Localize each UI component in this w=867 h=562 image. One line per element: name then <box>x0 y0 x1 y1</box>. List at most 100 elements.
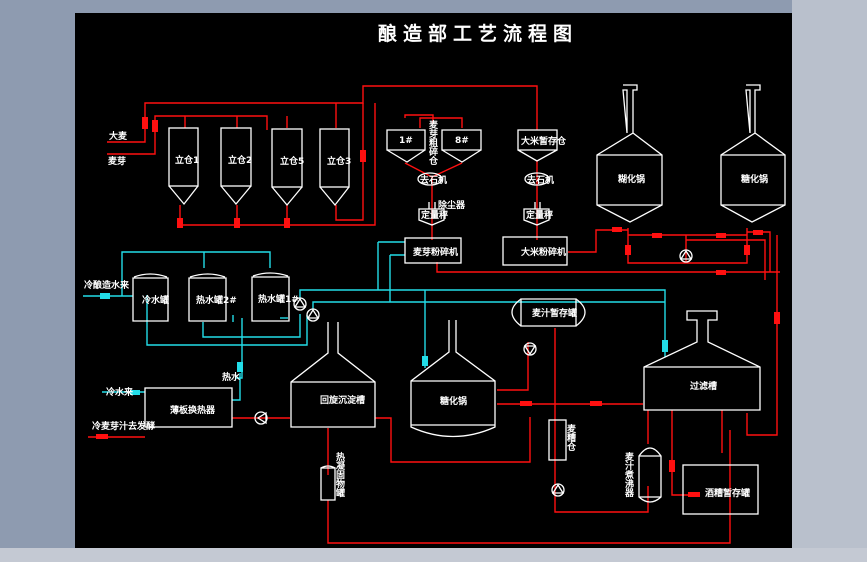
svg-text:酒糟暂存罐: 酒糟暂存罐 <box>705 487 750 499</box>
lauter-tun[interactable]: 过滤槽 <box>643 310 761 411</box>
valve-icon <box>662 340 668 352</box>
valve-icon <box>753 230 763 235</box>
svg-text:立仓1: 立仓1 <box>175 154 199 166</box>
svg-text:大米暂存仓: 大米暂存仓 <box>521 135 567 147</box>
pump-icon <box>254 411 268 425</box>
water-pipes <box>83 241 666 401</box>
valve-icon <box>520 401 532 406</box>
valve-icon <box>130 390 140 395</box>
window-background-bottom <box>0 548 867 562</box>
dust-collector-label: 除尘器 <box>438 199 466 211</box>
svg-text:麦汁暂存罐: 麦汁暂存罐 <box>532 307 577 319</box>
wort-heater[interactable] <box>548 419 567 461</box>
malt-meter[interactable]: 定量秤 <box>418 202 448 226</box>
pump-icon <box>679 249 693 263</box>
pump-icon <box>293 297 307 311</box>
valve-icon <box>669 460 675 472</box>
malt-input-label: 麦芽 <box>108 155 126 167</box>
trub-tank-label: 热凝固物罐 <box>334 451 346 498</box>
valve-icon <box>234 218 240 228</box>
valve-icon <box>96 434 108 439</box>
svg-text:过滤槽: 过滤槽 <box>690 380 717 392</box>
svg-text:糖化锅: 糖化锅 <box>741 173 768 185</box>
rice-mill[interactable]: 大米粉碎机 <box>502 236 568 266</box>
pump-icon <box>551 483 565 497</box>
whirlpool-tank[interactable]: 回旋沉淀槽 <box>290 322 376 428</box>
hot-water-tank-2[interactable]: 热水罐2# <box>188 273 237 322</box>
wort-boiler[interactable] <box>638 447 662 503</box>
valve-icon <box>612 227 622 232</box>
hot-water-label: 热水 <box>222 371 241 383</box>
svg-text:定量秤: 定量秤 <box>420 209 448 221</box>
cold-water-tank[interactable]: 冷水罐 <box>132 273 169 322</box>
mash-kettle[interactable]: 糖化锅 <box>720 84 786 223</box>
svg-text:8#: 8# <box>455 136 469 146</box>
wort-boiler-label: 麦汁煮沸器 <box>623 451 635 498</box>
malt-stoner[interactable]: 去石机 <box>417 172 447 186</box>
silo[interactable]: 立仓1 <box>168 127 199 206</box>
wort-heater-label: 麦糟仓 <box>565 423 577 451</box>
malt-crush-bin-label: 麦芽粗碎仓 <box>427 119 439 165</box>
hot-water-tank-1[interactable]: 热水罐1# <box>251 272 299 322</box>
spent-grain-tank[interactable]: 酒糟暂存罐 <box>682 464 759 515</box>
svg-text:冷水罐: 冷水罐 <box>142 294 169 306</box>
svg-text:热水罐1#: 热水罐1# <box>258 293 299 305</box>
valve-icon <box>152 120 158 132</box>
mash-tun[interactable]: 糖化锅 <box>410 320 496 438</box>
silo[interactable]: 立仓5 <box>271 128 304 207</box>
malt-hopper-2[interactable]: 8# <box>441 129 482 163</box>
wort-buffer-tank[interactable]: 麦汁暂存罐 <box>511 298 586 327</box>
barley-input-label: 大麦 <box>109 130 128 142</box>
malt-mill[interactable]: 麦芽粉碎机 <box>404 237 462 264</box>
malt-hopper-1[interactable]: 1# <box>386 129 426 163</box>
trub-tank[interactable] <box>320 465 336 501</box>
silo[interactable]: 立仓2 <box>220 127 252 206</box>
malt-mill-to-cooker <box>436 262 780 273</box>
svg-text:1#: 1# <box>399 136 413 146</box>
plate-heat-exchanger[interactable]: 薄板换热器 <box>144 387 233 428</box>
valve-icon <box>360 150 366 162</box>
valve-icon <box>744 245 750 255</box>
pump-icon <box>306 308 320 322</box>
svg-text:立仓2: 立仓2 <box>228 154 252 166</box>
malt-feed-line <box>107 115 268 155</box>
valve-icon <box>774 312 780 324</box>
process-flow-diagram: 酿造部工艺流程图 <box>83 22 786 544</box>
svg-text:去石机: 去石机 <box>420 174 447 186</box>
valve-icon <box>625 245 631 255</box>
svg-text:热水罐2#: 热水罐2# <box>196 294 237 306</box>
silo[interactable]: 立仓3 <box>319 128 351 207</box>
valve-icon <box>716 233 726 238</box>
svg-text:立仓5: 立仓5 <box>280 155 304 167</box>
valve-icon <box>237 362 243 372</box>
svg-text:糖化锅: 糖化锅 <box>440 395 467 407</box>
svg-text:麦芽粉碎机: 麦芽粉碎机 <box>413 246 458 258</box>
valves <box>96 117 780 497</box>
svg-text:大米粉碎机: 大米粉碎机 <box>521 246 566 258</box>
process-water-label: 冷酿造水来 <box>84 279 130 291</box>
rice-stoner[interactable]: 去石机 <box>524 172 554 186</box>
valve-icon <box>716 270 726 275</box>
pump-icon <box>523 342 537 356</box>
svg-text:回旋沉淀槽: 回旋沉淀槽 <box>320 394 365 406</box>
svg-text:薄板换热器: 薄板换热器 <box>170 404 216 416</box>
drawing-canvas[interactable]: 酿造部工艺流程图 <box>75 13 792 548</box>
rice-hopper[interactable]: 大米暂存仓 <box>517 129 567 162</box>
cereal-cooker[interactable]: 糊化锅 <box>596 84 663 223</box>
valve-icon <box>284 218 290 228</box>
pumps <box>254 249 693 497</box>
valve-icon <box>422 356 428 366</box>
svg-text:立仓3: 立仓3 <box>327 155 351 167</box>
valve-icon <box>652 233 662 238</box>
valve-icon <box>688 492 700 497</box>
valve-icon <box>100 293 110 299</box>
svg-text:定量秤: 定量秤 <box>525 209 553 221</box>
valve-icon <box>177 218 183 228</box>
rice-meter[interactable]: 定量秤 <box>523 202 553 226</box>
lauter-return-line <box>746 235 778 436</box>
diagram-title: 酿造部工艺流程图 <box>378 22 578 45</box>
cold-water-label: 冷水来 <box>106 386 134 398</box>
barley-feed-line <box>107 85 538 143</box>
valve-icon <box>590 401 602 406</box>
svg-text:糊化锅: 糊化锅 <box>618 173 645 185</box>
